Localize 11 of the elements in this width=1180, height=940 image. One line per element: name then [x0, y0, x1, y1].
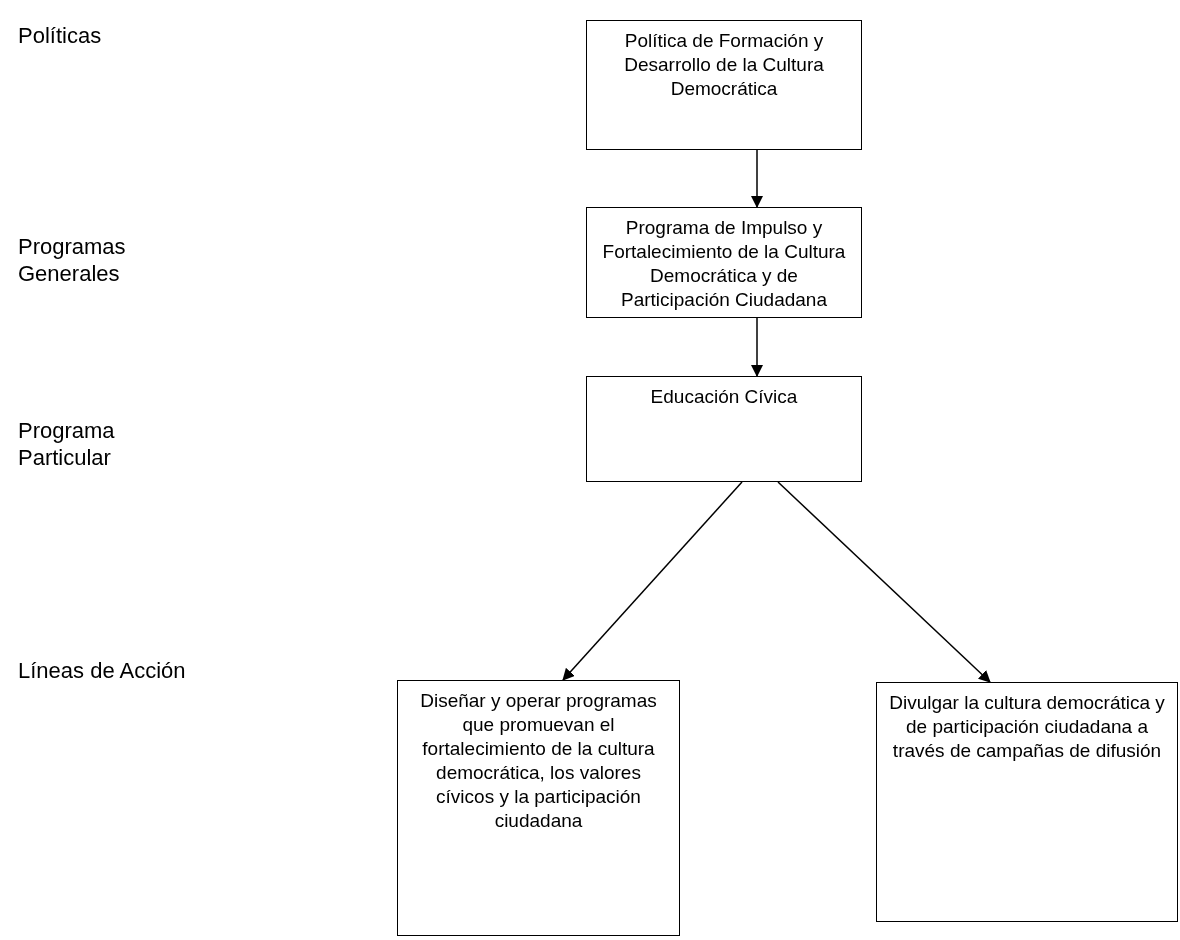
- policy-box: Política de Formación y Desarrollo de la Cultura Democrática: [586, 20, 862, 150]
- program-box: Programa de Impulso y Fortalecimiento de la Cultura Democrática y de Participación Ciudadana: [586, 207, 862, 318]
- particular-program-box: Educación Cívica: [586, 376, 862, 482]
- arrow: [777, 481, 991, 683]
- arrow: [562, 481, 743, 681]
- arrow: [751, 317, 763, 377]
- level-label: Líneas de Acción: [18, 657, 187, 684]
- level-label: Programas Generales: [18, 233, 127, 287]
- arrow: [751, 149, 763, 208]
- level-label: Políticas: [18, 22, 103, 49]
- level-label: Programa Particular: [18, 417, 116, 471]
